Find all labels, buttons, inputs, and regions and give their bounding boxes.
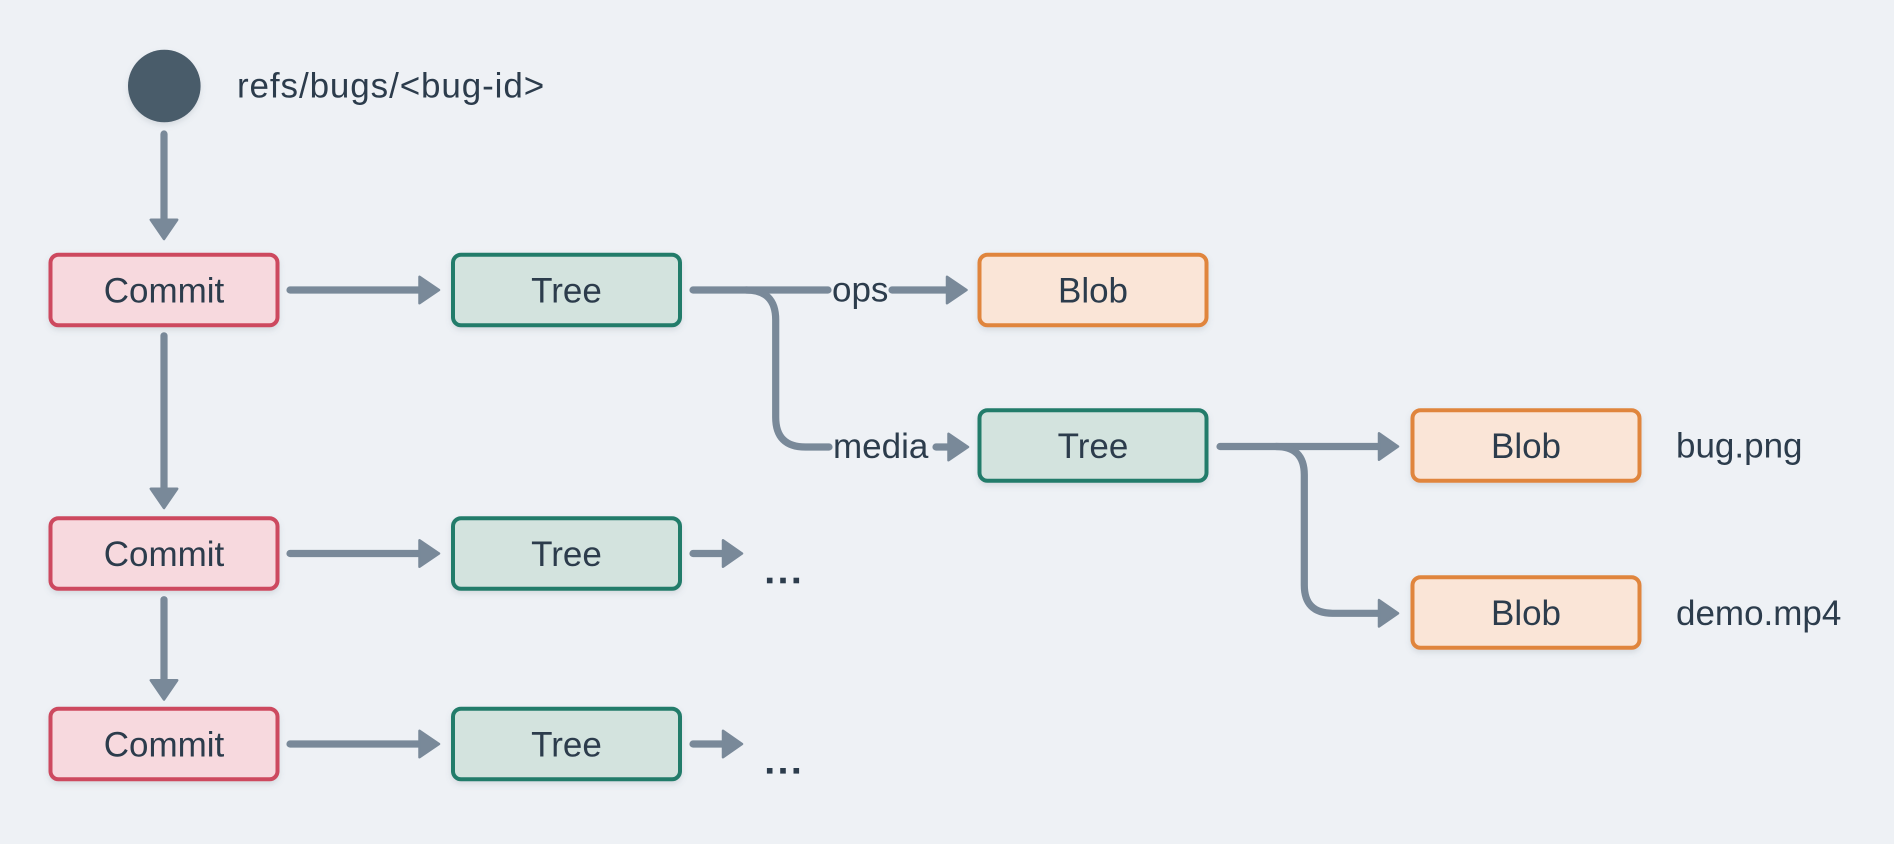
svg-text:Blob: Blob [1058, 272, 1128, 311]
svg-text:bug.png: bug.png [1676, 427, 1803, 466]
svg-text:Tree: Tree [531, 272, 602, 311]
svg-text:Tree: Tree [531, 726, 602, 765]
svg-text:Commit: Commit [104, 726, 225, 765]
svg-text:refs/bugs/<bug-id>: refs/bugs/<bug-id> [237, 67, 545, 106]
svg-text:media: media [833, 427, 929, 466]
svg-text:Tree: Tree [531, 535, 602, 574]
svg-text:Commit: Commit [104, 535, 225, 574]
svg-text:Tree: Tree [1058, 427, 1129, 466]
svg-text:demo.mp4: demo.mp4 [1676, 594, 1841, 633]
svg-text:ops: ops [832, 271, 888, 310]
svg-text:Blob: Blob [1491, 427, 1561, 466]
svg-text:Blob: Blob [1491, 594, 1561, 633]
svg-text:Commit: Commit [104, 272, 225, 311]
